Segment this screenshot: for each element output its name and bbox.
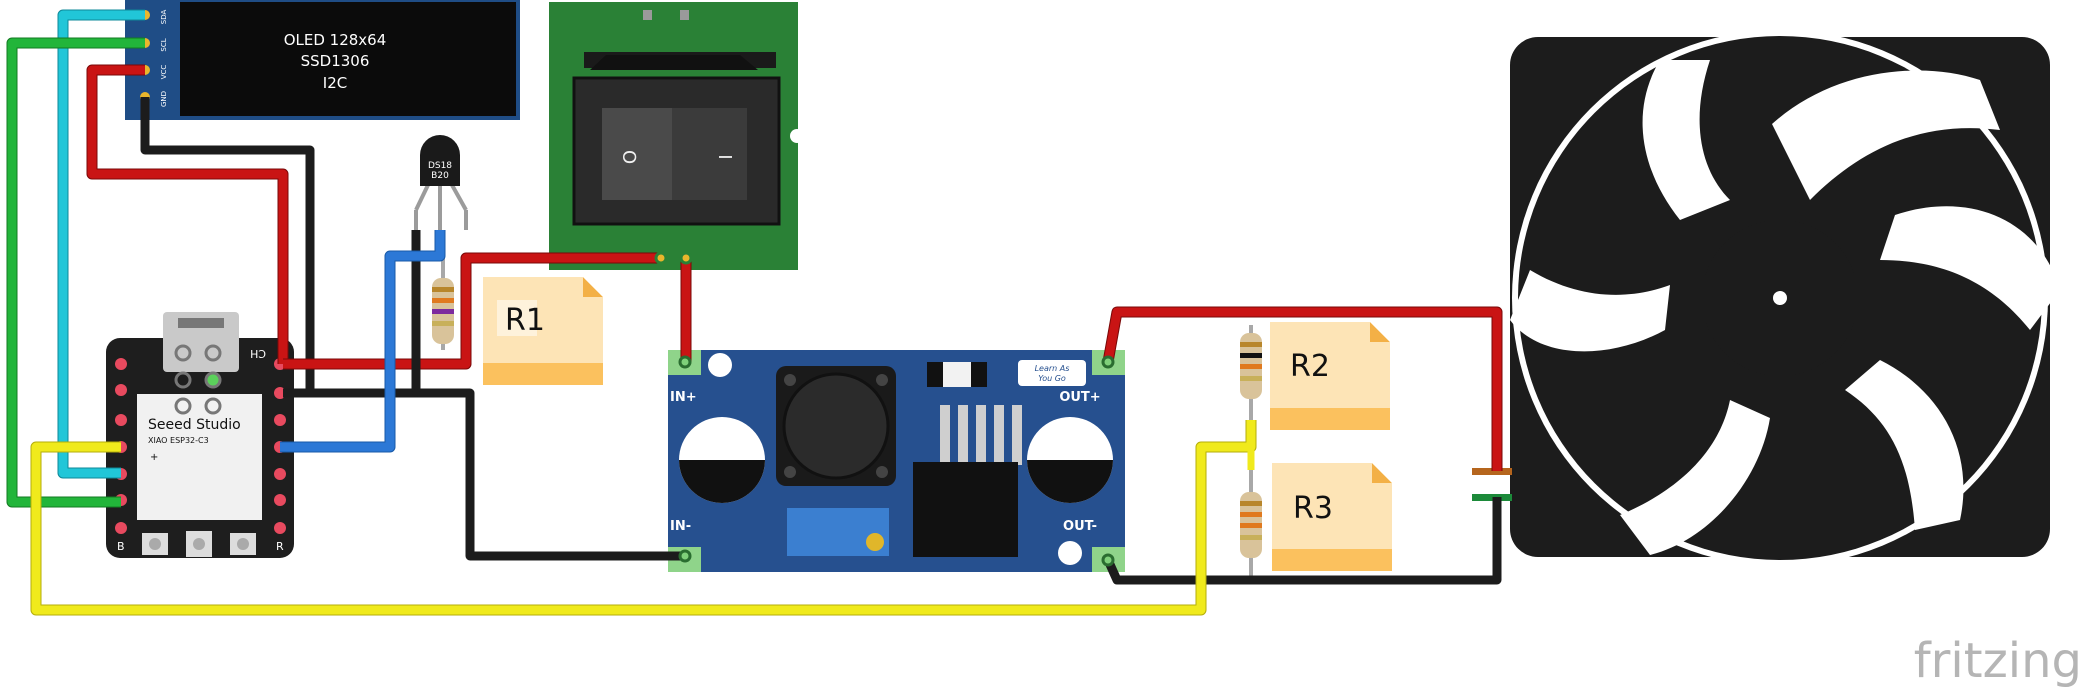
sensor-label-line2: B20 <box>431 171 449 181</box>
mcu-model: XIAO ESP32-C3 <box>148 436 209 445</box>
rocker-switch[interactable]: O I <box>549 2 804 270</box>
sensor-label-line1: DS18 <box>428 161 452 171</box>
xiao-esp32c3-board[interactable]: Seeed Studio XIAO ESP32-C3 + CH B R <box>106 312 294 558</box>
note-r2[interactable]: R2 <box>1270 322 1390 430</box>
oled-label-line3: I2C <box>323 74 347 92</box>
resistor-r2[interactable] <box>1240 325 1262 420</box>
mcu-brand: Seeed Studio <box>148 417 241 433</box>
oled-pin-vcc: VCC <box>160 65 168 80</box>
note-r2-label: R2 <box>1290 349 1330 384</box>
oled-pin-gnd: GND <box>160 91 168 107</box>
wire-sensor-vcc-red[interactable] <box>283 252 661 370</box>
oled-pin-sda: SDA <box>160 10 168 25</box>
wire-gnd-in-minus-black[interactable] <box>283 388 685 561</box>
oled-display-module[interactable]: SDA SCL VCC GND OLED 128x64 SSD1306 I2C <box>125 0 520 120</box>
note-r1[interactable]: R1 <box>483 277 603 385</box>
mcu-reset-label: R <box>276 540 284 553</box>
fritzing-watermark: fritzing <box>1914 633 2082 689</box>
resistor-r3[interactable] <box>1240 470 1262 578</box>
buck-converter-board[interactable]: Learn As You Go IN+ IN- OUT+ OUT- <box>668 350 1125 572</box>
note-r3-label: R3 <box>1293 491 1333 526</box>
converter-logo-line1: Learn As <box>1035 364 1070 373</box>
oled-label-line2: SSD1306 <box>301 52 370 70</box>
switch-off-symbol: O <box>620 150 641 164</box>
note-r1-label: R1 <box>505 303 545 338</box>
oled-pin-scl: SCL <box>160 38 168 51</box>
converter-logo-line2: You Go <box>1038 374 1066 383</box>
cooling-fan[interactable] <box>1472 30 2060 566</box>
ds18b20-sensor[interactable]: DS18 B20 <box>414 135 468 230</box>
converter-label-out-minus: OUT- <box>1063 519 1097 534</box>
switch-on-symbol: I <box>716 154 737 159</box>
mcu-plus: + <box>150 452 158 463</box>
oled-label-line1: OLED 128x64 <box>284 31 387 49</box>
note-r3[interactable]: R3 <box>1272 463 1392 571</box>
converter-label-in-plus: IN+ <box>670 390 697 405</box>
resistor-r1[interactable] <box>432 232 454 350</box>
converter-label-in-minus: IN- <box>670 519 691 534</box>
wire-out-minus-black[interactable] <box>1103 497 1502 585</box>
mcu-ch-label: CH <box>250 347 266 360</box>
mcu-boot-label: B <box>117 540 125 553</box>
converter-label-out-plus: OUT+ <box>1059 390 1100 405</box>
